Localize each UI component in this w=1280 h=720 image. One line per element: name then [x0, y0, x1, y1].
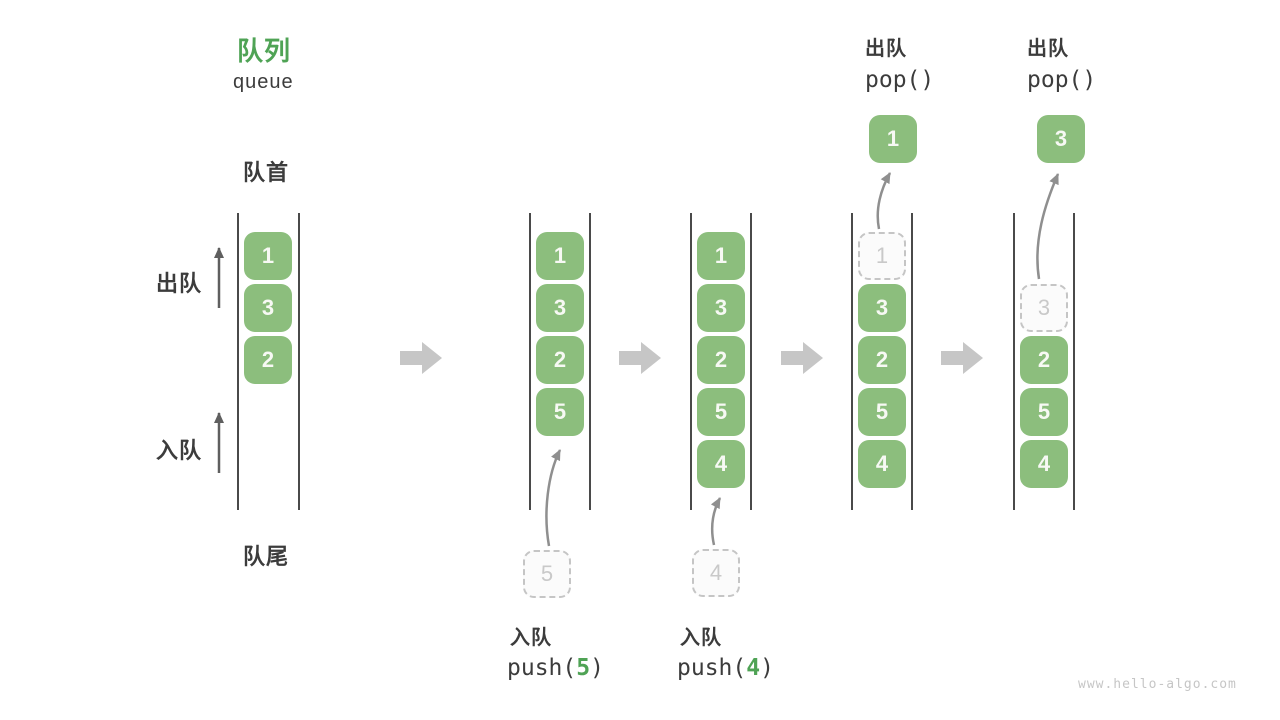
- queue-item: 3: [244, 284, 292, 332]
- queue-item: 5: [1020, 388, 1068, 436]
- push-code: push(5): [507, 655, 604, 681]
- removed-item-ghost: 1: [858, 232, 906, 280]
- push-code-suffix: ): [590, 655, 604, 681]
- pop-code: pop(): [1027, 67, 1097, 93]
- diagram-title-en: queue: [233, 71, 294, 93]
- queue-item: 3: [536, 284, 584, 332]
- popped-item: 3: [1037, 115, 1085, 163]
- popped-item: 1: [869, 115, 917, 163]
- queue-item: 3: [858, 284, 906, 332]
- queue-item: 2: [244, 336, 292, 384]
- column-line: [1013, 213, 1015, 510]
- pop-code: pop(): [865, 67, 935, 93]
- column-line: [750, 213, 752, 510]
- queue-item: 4: [697, 440, 745, 488]
- queue-item: 2: [697, 336, 745, 384]
- transition-arrow-icon: [619, 342, 661, 374]
- push-code-suffix: ): [760, 655, 774, 681]
- queue-item: 1: [697, 232, 745, 280]
- pop-label-zh: 出队: [865, 38, 907, 60]
- column-line: [911, 213, 913, 510]
- column-line: [529, 213, 531, 510]
- push-code-arg: 4: [746, 655, 761, 681]
- push-label-zh: 入队: [680, 627, 722, 649]
- queue-item: 4: [1020, 440, 1068, 488]
- queue-item: 4: [858, 440, 906, 488]
- column-line: [237, 213, 239, 510]
- pop-3-arrow-icon: [1036, 173, 1060, 280]
- transition-arrow-icon: [400, 342, 442, 374]
- transition-arrow-icon: [781, 342, 823, 374]
- queue-item: 3: [697, 284, 745, 332]
- incoming-item-ghost: 4: [692, 549, 740, 597]
- push-code: push(4): [677, 655, 774, 681]
- column-line: [589, 213, 591, 510]
- column-line: [298, 213, 300, 510]
- watermark: www.hello-algo.com: [1078, 677, 1237, 692]
- diagram-title-zh: 队列: [237, 36, 292, 66]
- pop-label-zh: 出队: [1027, 38, 1069, 60]
- pop-1-arrow-icon: [876, 172, 892, 230]
- push-code-prefix: push(: [677, 655, 747, 681]
- queue-item: 5: [536, 388, 584, 436]
- queue-front-label: 队首: [243, 160, 290, 185]
- transition-arrow-icon: [941, 342, 983, 374]
- push-5-arrow-icon: [545, 449, 562, 547]
- queue-item: 1: [244, 232, 292, 280]
- push-4-arrow-icon: [710, 497, 722, 546]
- queue-item: 2: [536, 336, 584, 384]
- incoming-item-ghost: 5: [523, 550, 571, 598]
- enqueue-side-label: 入队: [156, 438, 203, 463]
- column-line: [851, 213, 853, 510]
- queue-item: 2: [1020, 336, 1068, 384]
- queue-item: 5: [697, 388, 745, 436]
- dequeue-side-label: 出队: [156, 271, 203, 296]
- queue-item: 1: [536, 232, 584, 280]
- queue-rear-label: 队尾: [243, 544, 290, 569]
- queue-item: 2: [858, 336, 906, 384]
- push-label-zh: 入队: [510, 627, 552, 649]
- push-code-prefix: push(: [507, 655, 577, 681]
- queue-item: 5: [858, 388, 906, 436]
- column-line: [1073, 213, 1075, 510]
- column-line: [690, 213, 692, 510]
- removed-item-ghost: 3: [1020, 284, 1068, 332]
- push-code-arg: 5: [576, 655, 591, 681]
